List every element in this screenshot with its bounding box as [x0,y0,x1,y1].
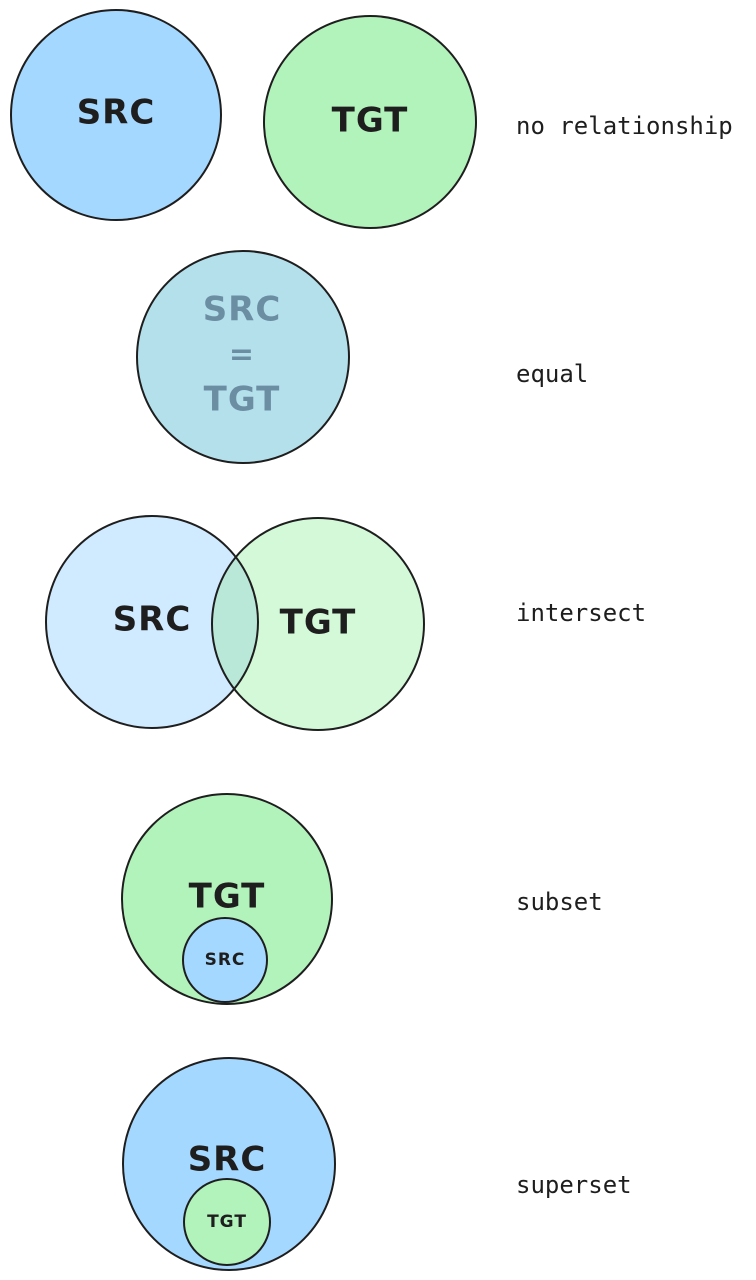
src-label: SRC [188,1140,267,1180]
tgt-label: TGT [280,603,357,643]
tgt-circle [212,518,424,730]
relation-label-intersect: intersect [516,599,646,627]
src-label: SRC [113,600,192,640]
tgt-label: TGT [332,101,409,141]
relation-label-equal: equal [516,360,588,388]
row-no-relationship: SRC TGT no relationship [10,9,733,229]
tgt-label: TGT [189,877,266,917]
row-equal: SRC = TGT equal [136,250,588,464]
src-outer-circle [122,1057,336,1271]
src-inner-circle [182,917,268,1003]
row-intersect: SRC TGT intersect [45,515,646,731]
relation-label-superset: superset [516,1171,632,1199]
tgt-label: TGT [204,380,281,420]
src-circle [46,516,258,728]
tgt-label: TGT [207,1212,247,1232]
relation-label-no-relationship: no relationship [516,112,733,140]
equal-circle [136,250,350,464]
src-label: SRC [205,950,246,970]
row-superset: SRC TGT superset [122,1057,632,1271]
src-outline [45,515,259,729]
src-label: SRC [203,290,282,330]
tgt-outer-circle [121,793,333,1005]
tgt-inner-circle [183,1178,271,1266]
equals-sign: = [229,338,255,373]
src-circle [10,9,222,221]
row-subset: TGT SRC subset [121,793,603,1005]
tgt-circle [263,15,477,229]
tgt-outline [211,517,425,731]
src-label: SRC [77,93,156,133]
relation-label-subset: subset [516,888,603,916]
